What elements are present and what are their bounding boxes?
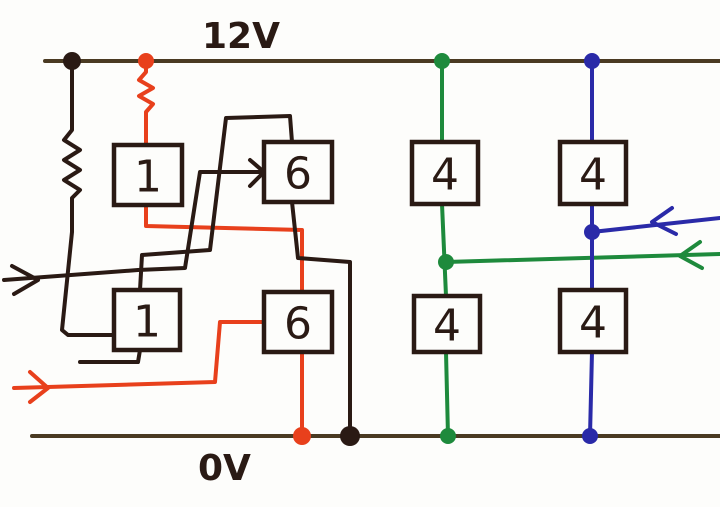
green-input-wire — [444, 252, 720, 264]
black-wire-1b-out — [78, 348, 142, 364]
rail-0v-label: 0V — [198, 448, 251, 489]
junction-dot-0v-green — [440, 428, 456, 444]
junction-dot-12v-green — [434, 53, 450, 69]
block-6-bottom: 6 — [261, 289, 335, 355]
block-4-blue-top-label: 4 — [579, 150, 607, 201]
blue-column-wire — [588, 59, 594, 438]
block-4-blue-bottom-label: 4 — [579, 298, 607, 349]
junction-dot-12v-left — [63, 52, 81, 70]
block-6-top: 6 — [261, 139, 335, 205]
resistor-left-wire — [60, 59, 142, 352]
black-wire-1b-to-6t — [138, 114, 294, 292]
block-4-green-bottom: 4 — [411, 293, 483, 355]
block-4-blue-bottom: 4 — [557, 287, 629, 355]
junction-dot-0v-blue — [582, 428, 598, 444]
green-column-wire — [440, 59, 450, 438]
block-1-top-label: 1 — [134, 152, 162, 203]
block-4-blue-top: 4 — [557, 139, 629, 207]
block-6-top-label: 6 — [284, 149, 312, 200]
red-input-wire — [12, 320, 266, 390]
rail-12v-label: 12V — [202, 16, 280, 57]
block-4-green-top-label: 4 — [431, 150, 459, 201]
green-input-arrow — [678, 240, 704, 270]
block-1-bottom: 1 — [111, 287, 183, 353]
block-1-top: 1 — [111, 142, 185, 208]
junction-dot-0v-black — [340, 426, 360, 446]
blue-input-arrow — [650, 206, 678, 236]
black-input-arrow — [10, 264, 40, 296]
red-input-arrow — [28, 370, 50, 404]
junction-dot-blue-mid — [584, 224, 600, 240]
block-6-bottom-label: 6 — [284, 299, 312, 350]
resistor-red-wire — [137, 59, 155, 147]
black-wire-6t-to-0v — [290, 200, 352, 438]
block-1-bottom-label: 1 — [133, 297, 161, 348]
junction-dot-0v-red — [293, 427, 311, 445]
junction-dot-12v-blue — [584, 53, 600, 69]
junction-dot-12v-red — [138, 53, 154, 69]
block-4-green-top: 4 — [409, 139, 481, 207]
block-4-green-bottom-label: 4 — [433, 301, 461, 352]
junction-dot-green-mid — [438, 254, 454, 270]
